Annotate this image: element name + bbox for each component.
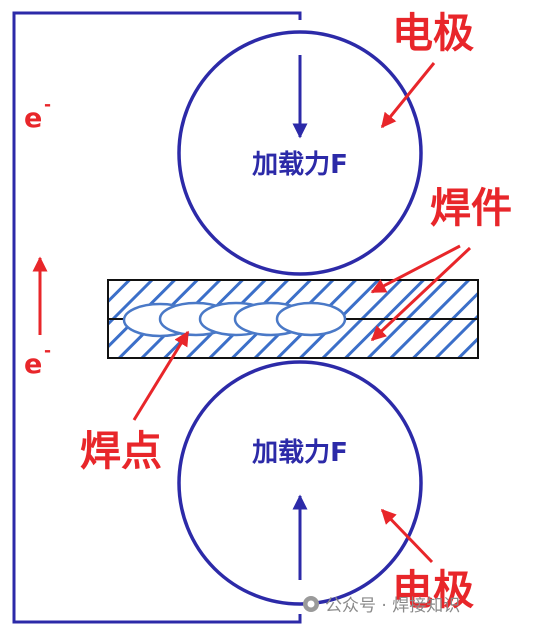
electron-label-top: e: [24, 103, 42, 134]
pointer-arrow-weld-spot: [132, 330, 190, 421]
electron-charge-top: -: [44, 95, 51, 115]
weld-spot-label: 焊点: [80, 427, 162, 475]
electrode-label-top: 电极: [392, 9, 474, 57]
weld-nuggets: [122, 301, 347, 338]
weld-nugget: [275, 301, 347, 337]
watermark-text: 公众号 · 焊接知识: [325, 596, 460, 616]
load-force-label-bottom: 加载力F: [252, 438, 348, 468]
pointer-arrow-electrode-bottom: [380, 508, 434, 564]
workpiece-label: 焊件: [430, 184, 512, 232]
pointer-arrow-workpiece-upper: [370, 244, 461, 294]
watermark: 公众号 · 焊接知识: [303, 596, 460, 616]
top-electrode: [177, 30, 423, 276]
electrode-label-bottom: 电极: [392, 566, 474, 614]
circuit-wire: [12, 11, 302, 624]
load-force-label-top: 加载力F: [252, 150, 348, 180]
watermark-logo-icon-inner: [307, 600, 315, 608]
pointer-arrow-electrode-top: [380, 62, 436, 129]
pointer-arrow-workpiece-lower: [370, 246, 472, 342]
electron-charge-bottom: -: [44, 341, 51, 361]
electron-label-bottom: e: [24, 349, 42, 380]
bottom-electrode: [177, 360, 423, 606]
